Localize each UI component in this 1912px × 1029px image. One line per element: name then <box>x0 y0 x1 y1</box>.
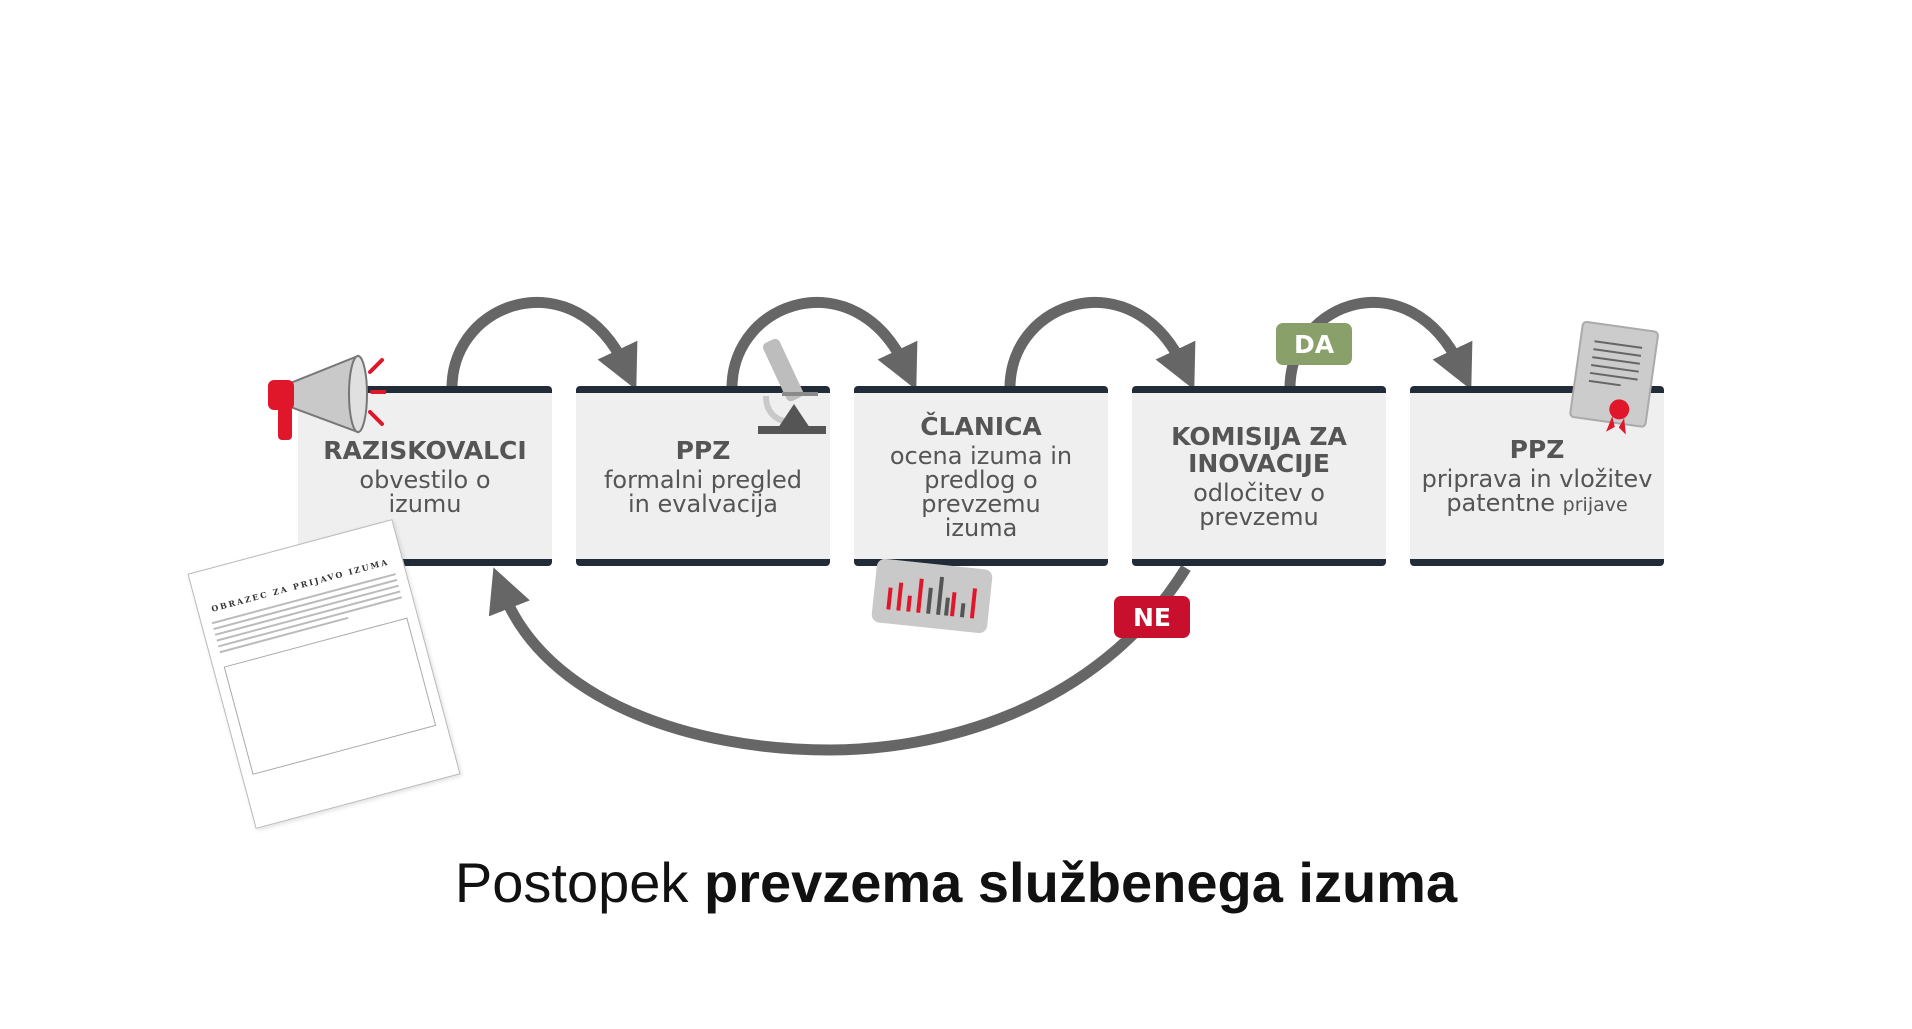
arrow-1-2 <box>446 296 638 390</box>
step-title: RAZISKOVALCI <box>323 435 527 465</box>
step-subtitle-small: prijave <box>1562 493 1628 516</box>
title-bold: prevzema službenega izuma <box>703 851 1458 914</box>
step-subtitle: priprava in vložitev patentne prijave <box>1417 467 1657 517</box>
title-normal: Postopek <box>454 851 689 914</box>
step-box-2: PPZ formalni pregled in evalvacija <box>576 386 830 566</box>
arrow-2-3 <box>726 296 918 390</box>
megaphone-icon <box>268 354 386 440</box>
step-title: ČLANICA <box>920 411 1042 441</box>
arrow-3-4 <box>1004 296 1196 390</box>
step-box-3: ČLANICA ocena izuma in predlog o prevzem… <box>854 386 1108 566</box>
step-subtitle-main: priprava in vložitev patentne <box>1421 464 1653 517</box>
step-title: PPZ <box>1509 434 1565 464</box>
step-box-4: KOMISIJA ZA INOVACIJE odločitev o prevze… <box>1132 386 1386 566</box>
step-title: KOMISIJA ZA INOVACIJE <box>1171 422 1347 478</box>
step-subtitle: odločitev o prevzemu <box>1193 479 1325 531</box>
step-subtitle: obvestilo o izumu <box>359 465 491 518</box>
certificate-icon <box>1569 320 1659 435</box>
step-subtitle: formalni pregled in evalvacija <box>603 465 803 518</box>
no-tag: NE <box>1114 596 1190 638</box>
yes-tag: DA <box>1276 323 1352 365</box>
step-title: PPZ <box>675 435 731 465</box>
microscope-icon <box>758 338 826 434</box>
step-subtitle: ocena izuma in predlog o prevzemu izuma <box>889 441 1073 542</box>
arrow-return-ne <box>488 565 1191 756</box>
bar-chart-icon <box>871 558 993 634</box>
diagram-title: Postopek prevzema službenega izuma <box>0 850 1912 915</box>
